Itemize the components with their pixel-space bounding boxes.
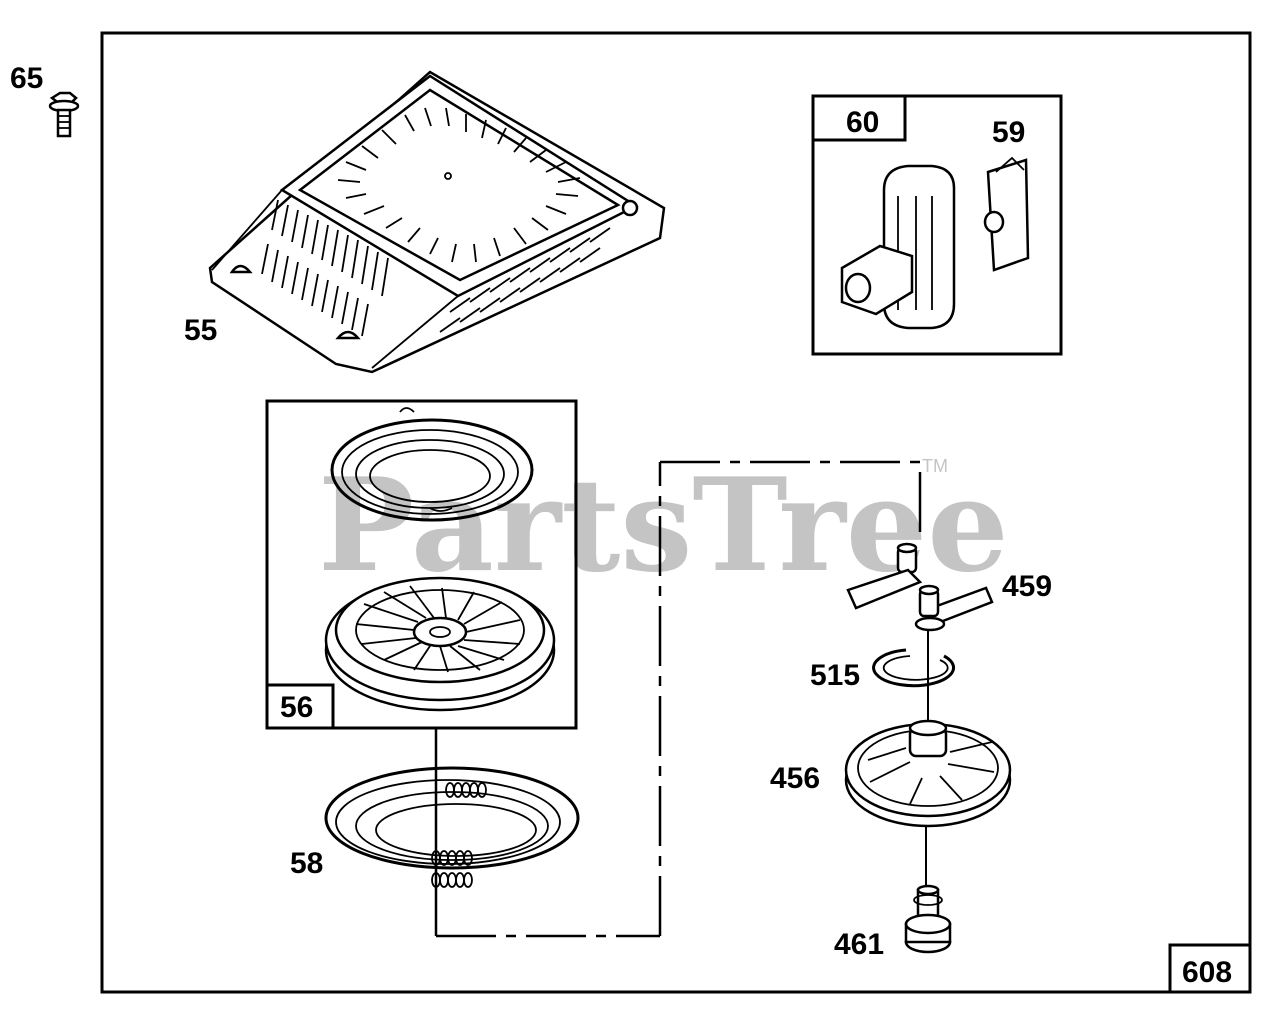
callout-label-461: 461 xyxy=(834,928,884,961)
watermark-trademark: TM xyxy=(922,456,948,476)
retainer-ring-icon[interactable] xyxy=(872,648,956,688)
callout-label-59: 59 xyxy=(992,116,1025,149)
assembly-connection-lines xyxy=(434,460,929,938)
callout-label-56: 56 xyxy=(280,691,313,724)
callout-label-456: 456 xyxy=(770,762,820,795)
box-tag-56 xyxy=(265,683,335,730)
diagram-frame xyxy=(100,31,1252,994)
dog-icon[interactable] xyxy=(846,542,994,632)
recoil-spring-icon[interactable] xyxy=(330,407,534,522)
callout-label-459: 459 xyxy=(1002,570,1052,603)
diagram-number: 608 xyxy=(1182,956,1232,989)
callout-label-60: 60 xyxy=(846,106,879,139)
callout-label-65: 65 xyxy=(10,62,43,95)
box-tag-60 xyxy=(811,94,907,142)
callout-label-515: 515 xyxy=(810,659,860,692)
bolt-icon[interactable] xyxy=(48,91,80,138)
diagram-number-box xyxy=(1168,943,1252,994)
pulley-icon[interactable] xyxy=(324,576,556,712)
callout-label-55: 55 xyxy=(184,314,217,347)
ratchet-icon[interactable] xyxy=(844,719,1012,828)
callout-label-58: 58 xyxy=(290,847,323,880)
sub-assembly-box-56 xyxy=(265,399,578,730)
starter-rope-icon[interactable] xyxy=(324,766,580,888)
sub-assembly-box-60 xyxy=(811,94,1063,356)
screw-icon[interactable] xyxy=(904,884,952,954)
filter-element-icon[interactable] xyxy=(840,164,956,330)
clip-icon[interactable] xyxy=(983,156,1030,272)
blower-housing-icon[interactable] xyxy=(208,70,666,374)
